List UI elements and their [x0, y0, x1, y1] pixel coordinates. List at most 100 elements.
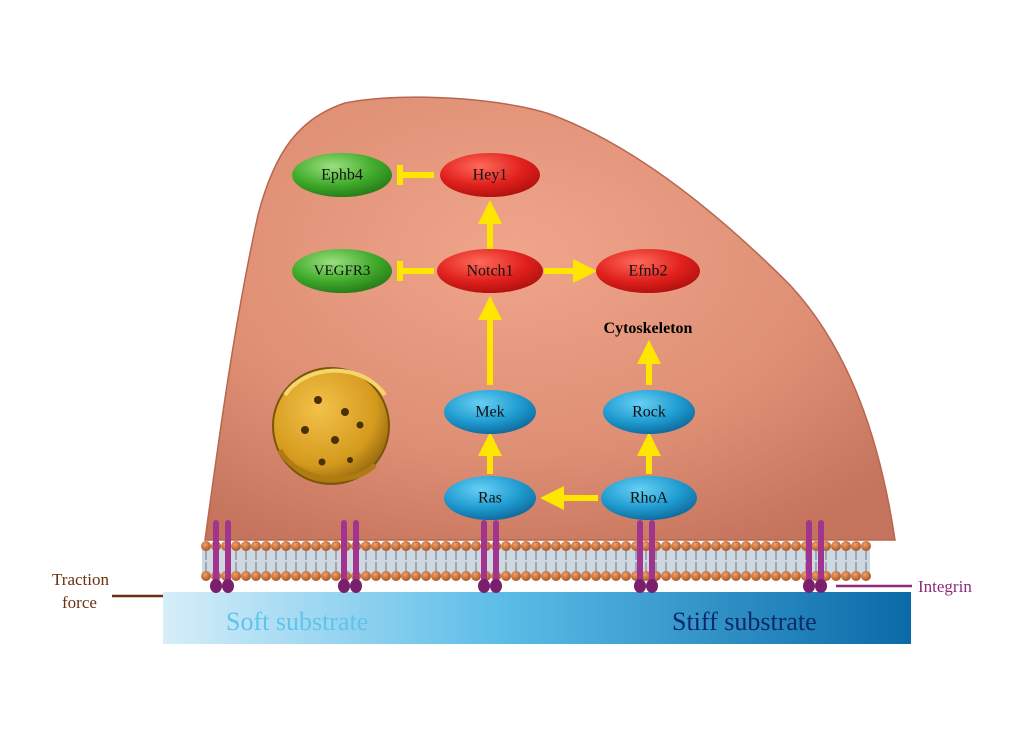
node-notch1: Notch1 [437, 249, 543, 293]
lipid-head [381, 571, 391, 581]
lipid-head [241, 541, 251, 551]
lipid-head [781, 571, 791, 581]
lipid-head [701, 571, 711, 581]
lipid-head [301, 541, 311, 551]
lipid-head [691, 571, 701, 581]
lipid-head [641, 571, 651, 581]
lipid-head [541, 571, 551, 581]
nucleus [272, 367, 390, 485]
lipid-head [371, 541, 381, 551]
lipid-head [691, 541, 701, 551]
lipid-head [361, 571, 371, 581]
lipid-head [371, 571, 381, 581]
lipid-head [681, 541, 691, 551]
lipid-head [291, 571, 301, 581]
integrin [803, 520, 827, 593]
lipid-head [271, 541, 281, 551]
node-mek-label: Mek [475, 404, 504, 421]
lipid-head [281, 571, 291, 581]
node-rock: Rock [603, 390, 695, 434]
lipid-head [731, 541, 741, 551]
lipid-head [471, 541, 481, 551]
lipid-head [741, 541, 751, 551]
lipid-head [231, 541, 241, 551]
lipid-head [711, 571, 721, 581]
lipid-head [791, 571, 801, 581]
lipid-head [331, 571, 341, 581]
lipid-head [581, 541, 591, 551]
node-rhoa: RhoA [601, 476, 697, 520]
lipid-head [431, 571, 441, 581]
lipid-head [771, 541, 781, 551]
lipid-head [561, 541, 571, 551]
lipid-head [791, 541, 801, 551]
node-hey1-label: Hey1 [473, 167, 508, 184]
lipid-head [761, 571, 771, 581]
lipid-head [671, 541, 681, 551]
lipid-head [601, 541, 611, 551]
lipid-head [511, 571, 521, 581]
lipid-head [831, 541, 841, 551]
lipid-head [641, 541, 651, 551]
node-vegfr3: VEGFR3 [292, 249, 392, 293]
lipid-head [451, 571, 461, 581]
node-notch1-label: Notch1 [466, 263, 513, 280]
node-rhoa-label: RhoA [630, 490, 669, 507]
lipid-head [721, 571, 731, 581]
lipid-head [861, 541, 871, 551]
integrin [338, 520, 362, 593]
lipid-head [531, 541, 541, 551]
cell-membrane [201, 541, 871, 581]
lipid-head [471, 571, 481, 581]
lipid-head [741, 571, 751, 581]
lipid-head [591, 571, 601, 581]
lipid-head [421, 571, 431, 581]
traction-label-line1: Traction [52, 570, 109, 589]
integrin [478, 520, 502, 593]
node-mek: Mek [444, 390, 536, 434]
cytoskeleton-label: Cytoskeleton [604, 320, 693, 337]
integrin [210, 520, 234, 593]
lipid-head [291, 541, 301, 551]
node-vegfr3-label: VEGFR3 [314, 263, 371, 279]
stiff-substrate-label: Stiff substrate [672, 607, 817, 636]
lipid-head [851, 571, 861, 581]
lipid-head [401, 571, 411, 581]
lipid-head [321, 571, 331, 581]
traction-label-line2: force [62, 593, 97, 612]
node-ras: Ras [444, 476, 536, 520]
lipid-head [331, 541, 341, 551]
substrate: Soft substrate Stiff substrate [163, 592, 911, 644]
lipid-head [561, 571, 571, 581]
lipid-head [591, 541, 601, 551]
lipid-head [661, 541, 671, 551]
lipid-head [501, 571, 511, 581]
lipid-head [751, 571, 761, 581]
lipid-head [531, 571, 541, 581]
lipid-head [311, 541, 321, 551]
lipid-head [611, 571, 621, 581]
lipid-head [321, 541, 331, 551]
lipid-head [521, 571, 531, 581]
lipid-head [541, 541, 551, 551]
lipid-head [711, 541, 721, 551]
lipid-head [381, 541, 391, 551]
lipid-head [751, 541, 761, 551]
lipid-head [361, 541, 371, 551]
node-ephb4-label: Ephb4 [321, 167, 363, 184]
lipid-head [551, 541, 561, 551]
lipid-head [611, 541, 621, 551]
integrin-label: Integrin [918, 577, 972, 596]
lipid-head [231, 571, 241, 581]
lipid-head [621, 541, 631, 551]
lipid-head [461, 541, 471, 551]
lipid-head [621, 571, 631, 581]
node-efnb2: Efnb2 [596, 249, 700, 293]
lipid-head [201, 571, 211, 581]
lipid-head [551, 571, 561, 581]
lipid-head [441, 571, 451, 581]
lipid-head [251, 571, 261, 581]
lipid-head [841, 541, 851, 551]
pathway-edges [397, 165, 661, 510]
